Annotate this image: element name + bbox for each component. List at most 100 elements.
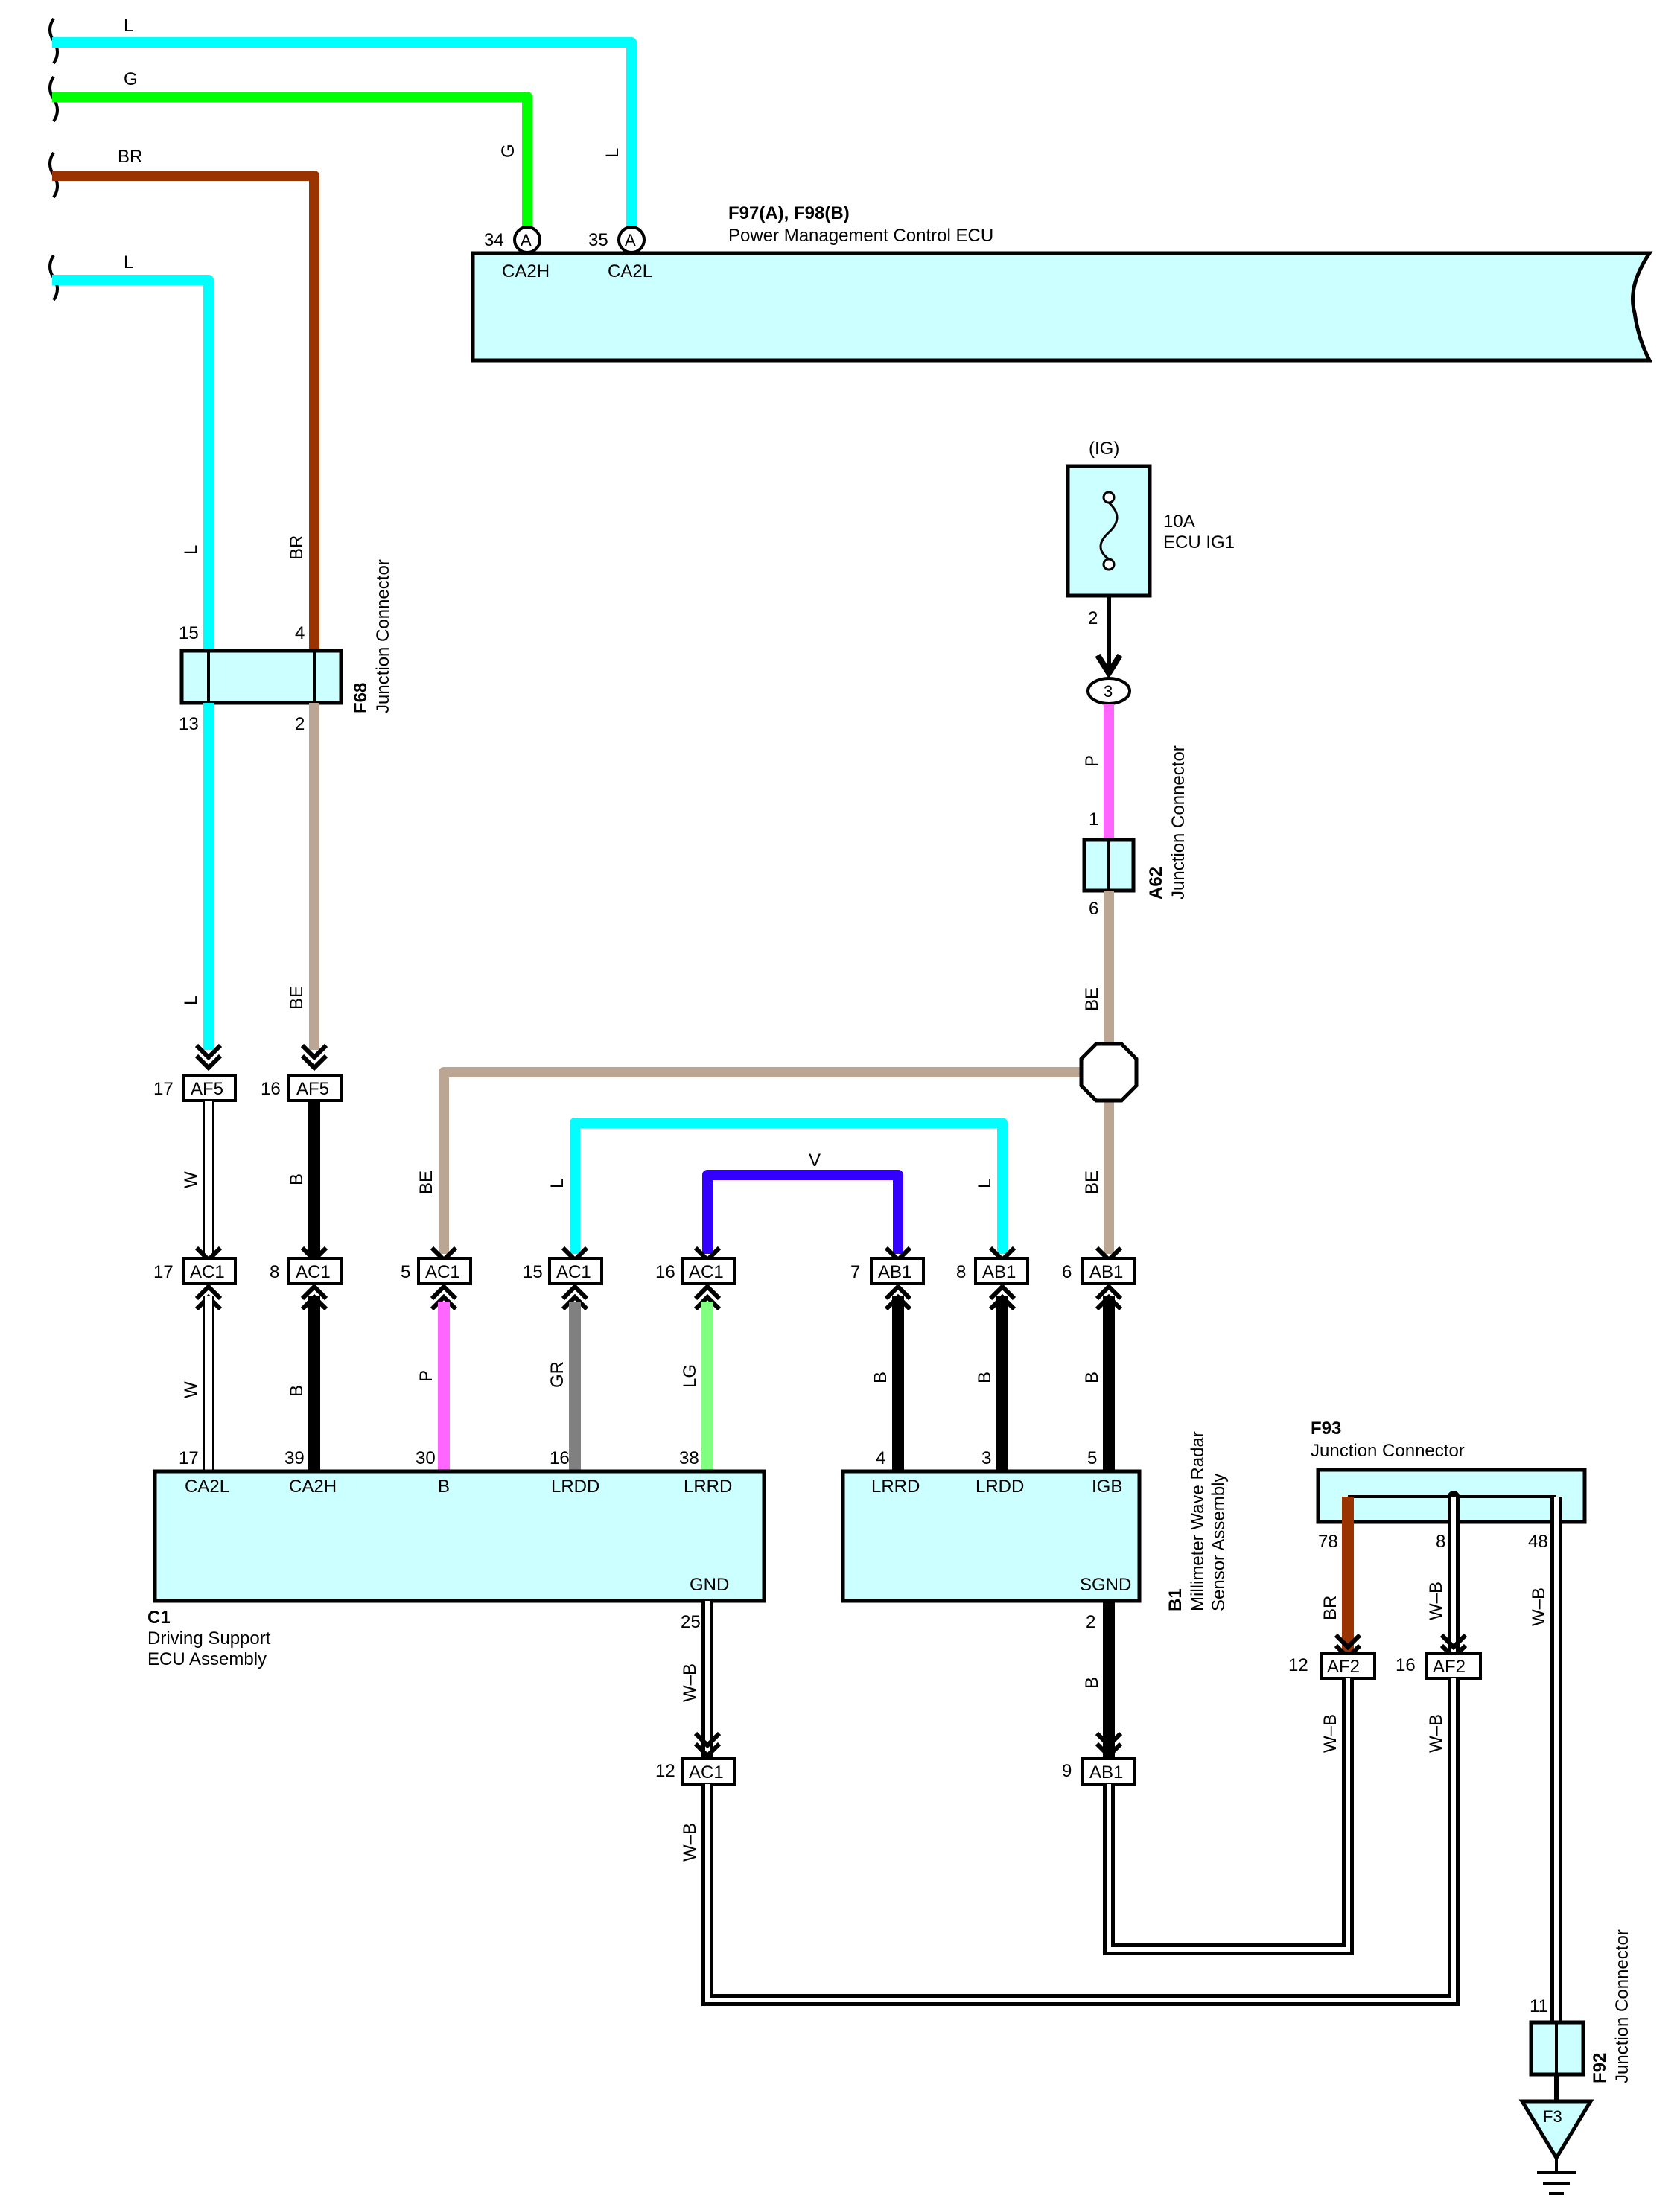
component-name: Millimeter Wave Radar bbox=[1188, 1431, 1208, 1611]
pin-number: 38 bbox=[679, 1448, 699, 1468]
pin-connector-label: A bbox=[625, 231, 636, 249]
pin-number: 25 bbox=[681, 1612, 701, 1632]
component-name: Driving Support bbox=[147, 1628, 271, 1649]
component-name: Sensor Assembly bbox=[1209, 1474, 1229, 1611]
af5-connectors: 17 AF5 16 AF5 bbox=[153, 1074, 343, 1102]
pin-label: B bbox=[438, 1477, 450, 1497]
pin-number: 30 bbox=[416, 1448, 436, 1468]
wire-label: GR bbox=[547, 1361, 567, 1388]
pin-number: 8 bbox=[270, 1262, 279, 1282]
wire-label: BR bbox=[118, 147, 142, 167]
pin-number: 1 bbox=[1089, 809, 1098, 829]
junction-name: Junction Connector bbox=[373, 559, 393, 713]
power-management-ecu: F97(A), F98(B) Power Management Control … bbox=[471, 203, 1653, 363]
connector-name: AF2 bbox=[1327, 1657, 1360, 1677]
pin-number: 5 bbox=[401, 1262, 410, 1282]
arrows-out-row bbox=[194, 1283, 1123, 1311]
wire-l-f68 bbox=[52, 275, 214, 649]
pin-number: 9 bbox=[1062, 1761, 1072, 1781]
wire-v-lrrd bbox=[702, 1170, 903, 1254]
pin-number: 13 bbox=[179, 714, 199, 734]
wire-label: BR bbox=[1320, 1596, 1340, 1620]
pin-number: 2 bbox=[295, 714, 305, 734]
connector-name: AC1 bbox=[190, 1262, 225, 1282]
junction-code: F92 bbox=[1590, 2053, 1610, 2083]
connector-name: AF2 bbox=[1433, 1657, 1466, 1677]
arrows-bottom bbox=[693, 1731, 1123, 1759]
pin-label: CA2H bbox=[289, 1477, 337, 1497]
junction-f68: L BR 15 4 13 2 F68 Junction Connector bbox=[179, 535, 393, 734]
pin-number: 4 bbox=[295, 623, 305, 643]
wire-label: W–B bbox=[1426, 1714, 1446, 1753]
wire-label: W–B bbox=[1426, 1582, 1446, 1620]
wire-label: W bbox=[181, 1381, 201, 1398]
wire-label: L bbox=[124, 252, 133, 273]
pin-number: 3 bbox=[981, 1448, 991, 1468]
fuse-ecu-ig1: (IG) 10A ECU IG1 2 3 bbox=[1066, 439, 1235, 705]
wire-l-ca2l bbox=[52, 37, 637, 235]
ecu-code: F97(A), F98(B) bbox=[728, 203, 850, 223]
connector-name: AC1 bbox=[689, 1262, 724, 1282]
wire-label: B bbox=[871, 1372, 891, 1383]
wire-label: P bbox=[416, 1370, 436, 1382]
wire-label: B bbox=[1082, 1677, 1102, 1689]
junction-code: F93 bbox=[1311, 1418, 1341, 1439]
wire-label: W–B bbox=[1320, 1714, 1340, 1753]
ac1-row: 17 AC1 8 AC1 5 AC1 15 AC1 16 AC1 bbox=[153, 1257, 736, 1285]
wire-label: L bbox=[124, 16, 133, 36]
wire-label: L bbox=[181, 545, 201, 555]
wire-label: B bbox=[1082, 1372, 1102, 1383]
connector-3 bbox=[1086, 677, 1131, 705]
af2-connectors: 12 AF2 16 AF2 bbox=[1288, 1652, 1482, 1680]
pin-number: 12 bbox=[1288, 1655, 1308, 1675]
wire-label: W–B bbox=[680, 1663, 700, 1702]
wire-label: B bbox=[287, 1385, 307, 1397]
wire-label: L bbox=[602, 148, 623, 158]
pin-label: LRDD bbox=[551, 1477, 599, 1497]
wire-br-f68 bbox=[52, 171, 319, 649]
pin-label: CA2L bbox=[608, 261, 652, 281]
connector-name: AC1 bbox=[689, 1762, 724, 1783]
pin-number: 17 bbox=[179, 1448, 199, 1468]
wire-label: LG bbox=[680, 1364, 700, 1388]
wire-label: BE bbox=[1082, 1171, 1102, 1194]
b1-radar-sensor: 4 3 5 LRRD LRDD IGB SGND B1 Millimeter W… bbox=[841, 1431, 1229, 1632]
bottom-connectors: 12 AC1 9 AB1 bbox=[655, 1757, 1136, 1786]
wire-wb-loop-b bbox=[1103, 1678, 1354, 1955]
pin-number: 16 bbox=[550, 1448, 570, 1468]
wire-label: W–B bbox=[1529, 1587, 1549, 1626]
pin-number: 7 bbox=[850, 1262, 860, 1282]
wire-l-lrdd bbox=[570, 1118, 1008, 1254]
arrow-af5 bbox=[194, 1043, 328, 1071]
ground-symbol: F3 bbox=[1518, 2099, 1594, 2195]
wire-label: B bbox=[287, 1173, 307, 1185]
pin-number: 34 bbox=[484, 230, 504, 250]
pin-label: LRRD bbox=[871, 1477, 920, 1497]
wire-label: V bbox=[809, 1150, 821, 1171]
pin-number: 8 bbox=[1436, 1532, 1445, 1552]
pin-number: 15 bbox=[523, 1262, 543, 1282]
pin-number: 5 bbox=[1087, 1448, 1097, 1468]
pin-number: 16 bbox=[261, 1079, 281, 1099]
junction-name: Junction Connector bbox=[1168, 745, 1189, 899]
pin-label: IGB bbox=[1092, 1477, 1122, 1497]
wire-label: B bbox=[975, 1372, 995, 1383]
fuse-name: ECU IG1 bbox=[1163, 532, 1235, 552]
pin-connector-a bbox=[513, 226, 541, 254]
wire-label: L bbox=[547, 1179, 567, 1188]
pin-number: 17 bbox=[153, 1079, 174, 1099]
connector-3-label: 3 bbox=[1104, 682, 1113, 701]
wire-label: L bbox=[975, 1179, 995, 1188]
wire-label: BE bbox=[287, 986, 307, 1010]
junction-name: Junction Connector bbox=[1311, 1441, 1465, 1461]
pin-number: 35 bbox=[588, 230, 608, 250]
wire-label: W bbox=[181, 1171, 201, 1188]
wire-label: BE bbox=[1082, 987, 1102, 1011]
ab1-row: 7 AB1 8 AB1 6 AB1 bbox=[850, 1257, 1136, 1285]
pin-number: 16 bbox=[655, 1262, 675, 1282]
pin-number: 2 bbox=[1088, 608, 1098, 628]
connector-name: AF5 bbox=[296, 1079, 329, 1099]
wire-label: G bbox=[124, 69, 138, 89]
pin-number: 2 bbox=[1086, 1612, 1095, 1632]
